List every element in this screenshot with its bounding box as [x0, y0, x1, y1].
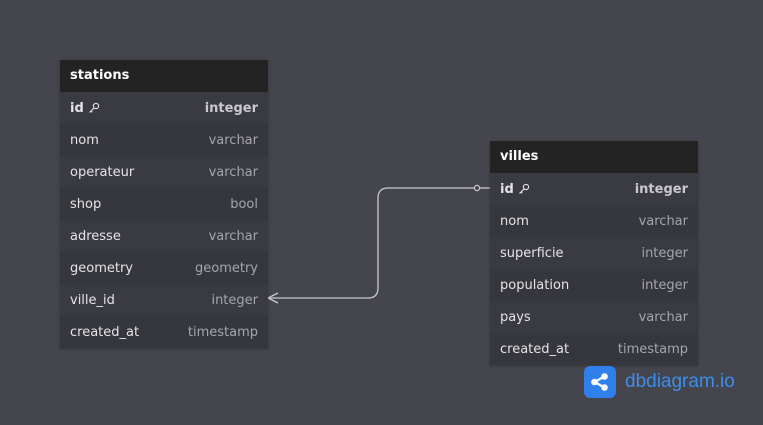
column-row[interactable]: geometry geometry [60, 252, 268, 284]
table-title[interactable]: stations [60, 60, 268, 92]
column-type: varchar [638, 213, 688, 229]
column-row[interactable]: created_at timestamp [60, 316, 268, 348]
column-type: integer [204, 100, 258, 116]
one-cardinality-marker [473, 184, 481, 192]
relationship-path [268, 187, 474, 299]
brand-name: dbdiagram.io [625, 371, 735, 392]
column-row[interactable]: id integer [490, 173, 698, 205]
column-row[interactable]: population integer [490, 269, 698, 301]
column-type: integer [641, 245, 688, 261]
column-name: shop [70, 196, 102, 212]
table-stations[interactable]: stations id integer nom varchar operate [60, 60, 268, 348]
share-icon [584, 366, 616, 398]
column-row[interactable]: nom varchar [490, 205, 698, 237]
brand-watermark[interactable]: dbdiagram.io [584, 366, 735, 398]
column-row[interactable]: adresse varchar [60, 220, 268, 252]
column-name: nom [70, 132, 99, 148]
column-type: integer [641, 277, 688, 293]
column-type: varchar [638, 309, 688, 325]
column-row[interactable]: ville_id integer [60, 284, 268, 316]
column-name: superficie [500, 245, 564, 261]
column-type: integer [634, 181, 688, 197]
column-type: varchar [208, 132, 258, 148]
column-row[interactable]: shop bool [60, 188, 268, 220]
column-name: operateur [70, 164, 135, 180]
column-name: pays [500, 309, 531, 325]
column-row[interactable]: superficie integer [490, 237, 698, 269]
column-name: created_at [70, 324, 140, 340]
column-name: id [70, 100, 84, 116]
column-name: adresse [70, 228, 121, 244]
column-type: geometry [194, 260, 258, 276]
key-icon [88, 102, 99, 113]
table-title[interactable]: villes [490, 141, 698, 173]
column-name: created_at [500, 341, 570, 357]
column-type: varchar [208, 228, 258, 244]
many-cardinality-marker [267, 292, 279, 304]
column-type: timestamp [617, 341, 688, 357]
key-icon [518, 183, 529, 194]
column-row[interactable]: nom varchar [60, 124, 268, 156]
column-row[interactable]: id integer [60, 92, 268, 124]
column-type: timestamp [187, 324, 258, 340]
column-name: ville_id [70, 292, 115, 308]
column-row[interactable]: created_at timestamp [490, 333, 698, 365]
column-name: nom [500, 213, 529, 229]
column-type: integer [211, 292, 258, 308]
table-villes[interactable]: villes id integer nom varchar superfici [490, 141, 698, 365]
column-type: varchar [208, 164, 258, 180]
column-row[interactable]: pays varchar [490, 301, 698, 333]
column-row[interactable]: operateur varchar [60, 156, 268, 188]
column-name: population [500, 277, 570, 293]
column-type: bool [230, 196, 258, 212]
column-name: id [500, 181, 514, 197]
column-name: geometry [70, 260, 134, 276]
